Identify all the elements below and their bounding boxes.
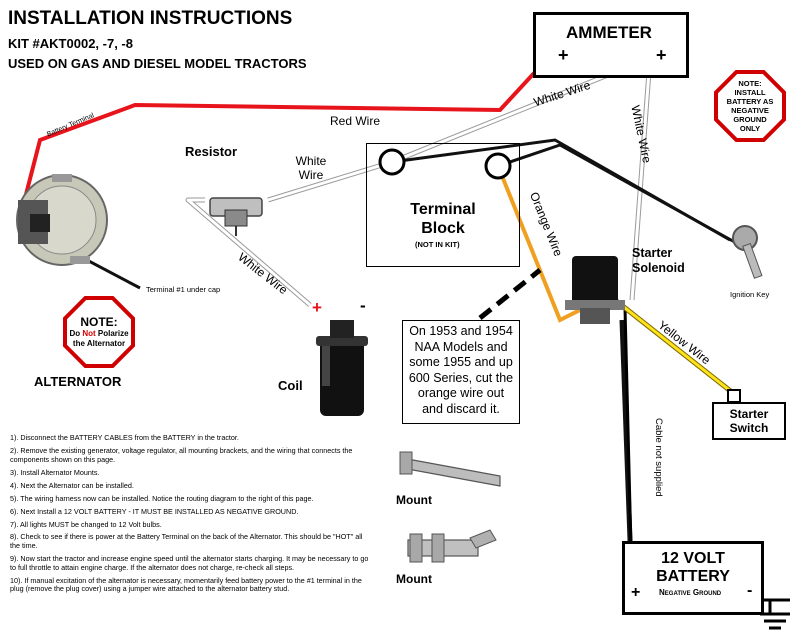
step-item: 3). Install Alternator Mounts.	[10, 467, 100, 477]
yellow-wire	[613, 298, 735, 395]
coil-label: Coil	[278, 378, 303, 393]
naa-models-note: On 1953 and 1954 NAA Models and some 195…	[402, 320, 520, 424]
instruction-steps: 1). Disconnect the BATTERY CABLES from t…	[10, 433, 370, 598]
terminal-block: Terminal Block (NOT IN KIT)	[366, 143, 520, 267]
ground-icon	[760, 598, 790, 630]
battery-ground-note: Negative Ground	[659, 588, 722, 597]
coil-plus: +	[312, 298, 322, 317]
step-item: 4). Next the Alternator can be installed…	[10, 480, 134, 490]
mount-label-2: Mount	[396, 572, 432, 586]
step-item: 10). If manual excitation of the alterna…	[10, 575, 362, 594]
terminal-block-title: Terminal Block	[410, 201, 476, 237]
terminal-post-right	[484, 152, 512, 180]
page-title: INSTALLATION INSTRUCTIONS	[8, 8, 293, 29]
mount-label-1: Mount	[396, 493, 432, 507]
ammeter-label: AMMETER	[566, 23, 652, 42]
kit-number: KIT #AKT0002, -7, -8	[8, 36, 133, 51]
polarize-note-text: Do Not Polarize the Alternator	[69, 329, 129, 348]
step-item: 1). Disconnect the BATTERY CABLES from t…	[10, 433, 239, 442]
coil-icon	[316, 320, 368, 416]
note-pointer	[478, 268, 542, 320]
step-item: 7). All lights MUST be changed to 12 Vol…	[10, 519, 162, 529]
battery-box: 12 VOLT BATTERY Negative Ground + -	[622, 541, 764, 615]
alternator-icon	[16, 174, 108, 266]
ammeter-box: AMMETER + +	[533, 12, 689, 78]
red-wire-label: Red Wire	[330, 114, 381, 128]
resistor-label: Resistor	[185, 144, 238, 159]
negative-ground-note-text: NOTE: INSTALL BATTERY AS NEGATIVE GROUND…	[726, 79, 774, 133]
ignition-key-label: Ignition Key	[730, 290, 770, 299]
step-item: 9). Now start the tractor and increase e…	[10, 554, 369, 572]
ammeter-plus-left: +	[558, 45, 569, 65]
alternator-label: ALTERNATOR	[34, 374, 122, 389]
coil-minus: -	[360, 296, 366, 315]
battery-label: 12 VOLT BATTERY	[656, 550, 730, 585]
terminal-post-left	[378, 148, 406, 176]
battery-plus: +	[631, 584, 641, 601]
white-wire-label-resistor: White Wire	[295, 154, 327, 182]
polarize-note: NOTE: Do Not Polarize the Alternator	[63, 296, 135, 368]
terminal-1-label: Terminal #1 under cap	[146, 285, 221, 294]
terminal-block-note: (NOT IN KIT)	[415, 240, 460, 249]
step-item: 5). The wiring harness now can be instal…	[10, 493, 314, 503]
polarize-note-title: NOTE:	[80, 315, 118, 329]
red-wire	[20, 43, 562, 211]
page-subtitle: USED ON GAS AND DIESEL MODEL TRACTORS	[8, 56, 307, 71]
mount-icon-1	[399, 451, 501, 487]
ignition-key-icon	[732, 225, 763, 279]
starter-switch-terminal	[727, 389, 741, 403]
cable-not-supplied-label: Cable not supplied	[653, 418, 664, 497]
step-item: 8). Check to see if there is power at th…	[10, 532, 363, 551]
battery-minus: -	[747, 582, 753, 599]
step-item: 6). Next Install a 12 VOLT BATTERY - IT …	[10, 506, 299, 516]
naa-models-note-text: On 1953 and 1954 NAA Models and some 195…	[408, 324, 514, 416]
starter-switch-box: Starter Switch	[712, 402, 786, 440]
starter-switch-label: Starter Switch	[729, 407, 769, 435]
solenoid-icon	[565, 256, 625, 324]
starter-solenoid-label: Starter Solenoid	[632, 246, 685, 275]
mount-icon-2	[407, 529, 497, 563]
ammeter-plus-right: +	[656, 45, 667, 65]
negative-ground-note: NOTE: INSTALL BATTERY AS NEGATIVE GROUND…	[714, 70, 786, 142]
resistor-icon	[209, 197, 263, 236]
step-item: 2). Remove the existing generator, volta…	[10, 445, 353, 464]
